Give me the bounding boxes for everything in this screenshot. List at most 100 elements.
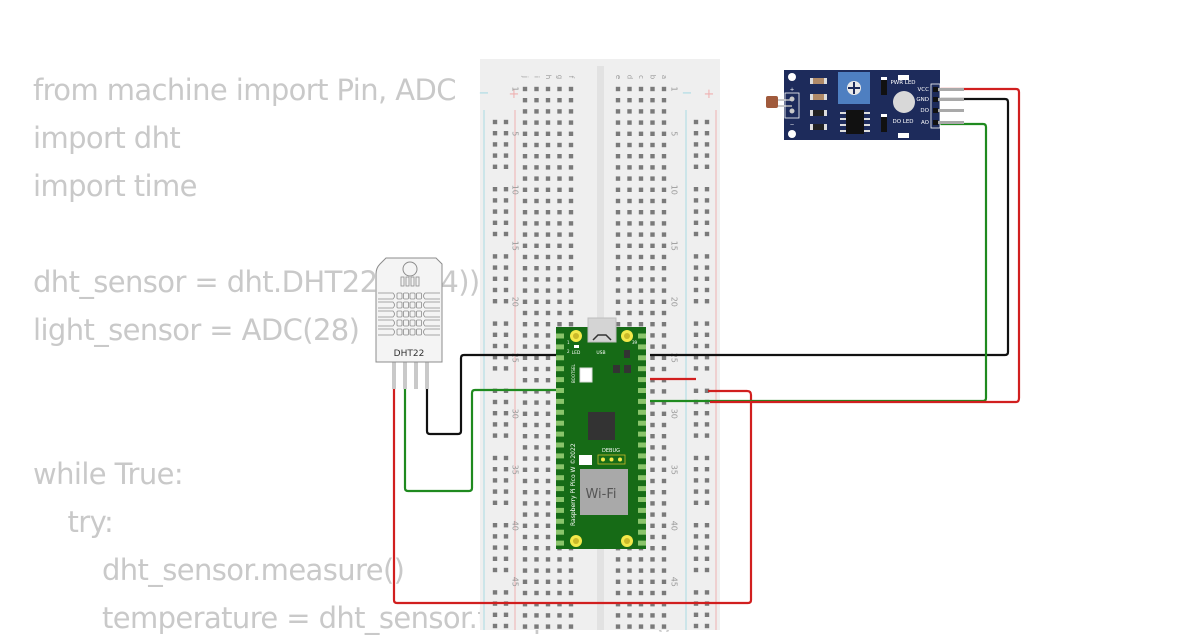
breadboard-hole[interactable] [534, 512, 539, 517]
breadboard-hole[interactable] [627, 154, 632, 159]
breadboard-hole[interactable] [661, 613, 667, 618]
rail-hole[interactable] [503, 254, 509, 259]
rail-hole[interactable] [503, 355, 509, 360]
rail-hole[interactable] [492, 287, 498, 293]
breadboard-hole[interactable] [557, 221, 562, 226]
breadboard-hole[interactable] [661, 232, 667, 237]
breadboard-hole[interactable] [545, 299, 551, 304]
rail-hole[interactable] [704, 467, 710, 472]
rail-hole[interactable] [503, 467, 509, 472]
breadboard-hole[interactable] [661, 344, 667, 349]
rail-hole[interactable] [503, 343, 509, 349]
breadboard-hole[interactable] [534, 400, 539, 405]
breadboard-hole[interactable] [522, 344, 528, 349]
rail-hole[interactable] [492, 187, 498, 192]
pico-pin[interactable] [638, 540, 646, 546]
rail-hole[interactable] [492, 321, 498, 326]
rail-hole[interactable] [492, 590, 498, 595]
breadboard-hole[interactable] [638, 232, 644, 237]
breadboard-hole[interactable] [615, 165, 621, 170]
breadboard-hole[interactable] [534, 165, 539, 170]
breadboard-hole[interactable] [650, 109, 655, 114]
pico-pin[interactable] [556, 344, 564, 350]
breadboard-hole[interactable] [568, 266, 574, 271]
breadboard-hole[interactable] [534, 579, 539, 584]
breadboard-hole[interactable] [627, 613, 632, 618]
rail-hole[interactable] [503, 287, 509, 293]
breadboard-hole[interactable] [650, 210, 655, 215]
rail-hole[interactable] [704, 187, 710, 192]
rail-hole[interactable] [492, 433, 498, 438]
breadboard-hole[interactable] [615, 221, 621, 226]
breadboard-hole[interactable] [522, 333, 528, 338]
rail-hole[interactable] [704, 534, 710, 539]
rail-hole[interactable] [693, 265, 699, 270]
breadboard-hole[interactable] [615, 120, 621, 125]
breadboard-hole[interactable] [545, 590, 551, 596]
pico-pin[interactable] [556, 420, 564, 426]
pico-pin[interactable] [638, 453, 646, 459]
rail-hole[interactable] [503, 489, 509, 494]
rail-hole[interactable] [693, 220, 699, 225]
breadboard-hole[interactable] [568, 299, 574, 304]
breadboard-hole[interactable] [627, 602, 632, 607]
rail-hole[interactable] [693, 321, 699, 326]
breadboard-hole[interactable] [661, 512, 667, 517]
breadboard-hole[interactable] [545, 120, 551, 125]
breadboard-hole[interactable] [522, 490, 528, 495]
rail-hole[interactable] [693, 276, 699, 281]
breadboard-hole[interactable] [545, 131, 551, 136]
breadboard-hole[interactable] [615, 109, 621, 114]
breadboard-hole[interactable] [534, 131, 539, 136]
breadboard-hole[interactable] [661, 210, 667, 215]
breadboard-hole[interactable] [638, 322, 644, 327]
breadboard-hole[interactable] [661, 434, 667, 439]
breadboard-hole[interactable] [545, 322, 551, 327]
breadboard-hole[interactable] [615, 154, 621, 159]
breadboard-hole[interactable] [650, 86, 655, 92]
breadboard-hole[interactable] [545, 243, 551, 248]
breadboard-hole[interactable] [650, 344, 655, 349]
breadboard-hole[interactable] [522, 210, 528, 215]
rail-hole[interactable] [693, 478, 699, 483]
pico-pin[interactable] [556, 540, 564, 546]
rail-hole[interactable] [693, 534, 699, 539]
dht-gnd-wire[interactable] [425, 353, 556, 436]
breadboard-hole[interactable] [522, 221, 528, 226]
breadboard-hole[interactable] [545, 434, 551, 439]
breadboard-hole[interactable] [638, 198, 644, 204]
bootsel-button[interactable] [579, 367, 593, 383]
rail-hole[interactable] [503, 545, 509, 550]
breadboard-hole[interactable] [638, 310, 644, 316]
breadboard-hole[interactable] [568, 254, 574, 260]
rail-hole[interactable] [704, 455, 710, 461]
rail-hole[interactable] [492, 411, 498, 416]
breadboard-hole[interactable] [545, 501, 551, 506]
breadboard-hole[interactable] [545, 602, 551, 607]
rail-hole[interactable] [693, 119, 699, 125]
breadboard-hole[interactable] [650, 154, 655, 159]
breadboard-hole[interactable] [522, 624, 528, 629]
breadboard-hole[interactable] [568, 602, 574, 607]
pico-pin[interactable] [638, 442, 646, 448]
breadboard-hole[interactable] [638, 154, 644, 159]
breadboard-hole[interactable] [522, 378, 528, 383]
breadboard-hole[interactable] [557, 198, 562, 204]
breadboard-hole[interactable] [627, 590, 632, 596]
breadboard-hole[interactable] [615, 98, 621, 103]
rail-hole[interactable] [492, 209, 498, 214]
breadboard-hole[interactable] [615, 613, 621, 618]
breadboard-hole[interactable] [522, 154, 528, 159]
rail-hole[interactable] [503, 590, 509, 595]
breadboard-hole[interactable] [545, 165, 551, 170]
rail-hole[interactable] [704, 433, 710, 438]
breadboard-hole[interactable] [661, 266, 667, 271]
breadboard-hole[interactable] [627, 198, 632, 204]
breadboard-hole[interactable] [661, 86, 667, 92]
pico-pin[interactable] [556, 507, 564, 513]
breadboard-hole[interactable] [650, 445, 655, 450]
rail-hole[interactable] [693, 209, 699, 214]
rail-hole[interactable] [704, 153, 710, 158]
breadboard-hole[interactable] [534, 243, 539, 248]
